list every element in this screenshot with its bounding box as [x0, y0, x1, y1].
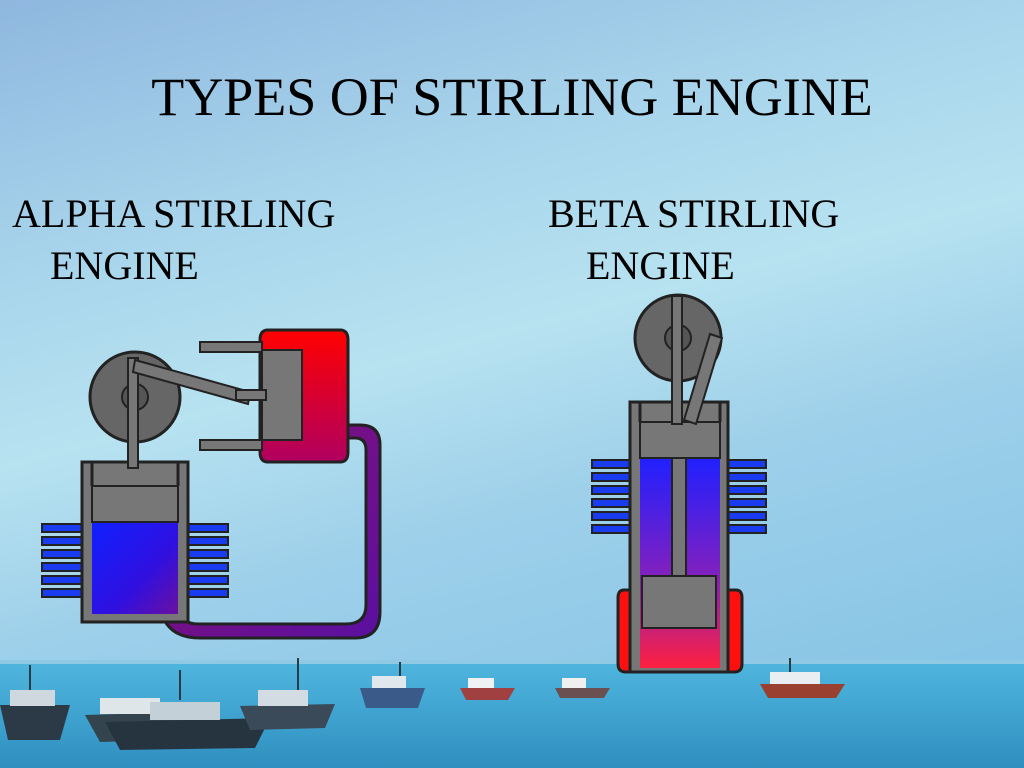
alpha-top-rod — [199, 341, 263, 353]
beta-label-line2: ENGINE — [586, 243, 735, 288]
beta-center-rod — [671, 295, 683, 425]
boats-image — [0, 658, 845, 750]
alpha-cold-fins — [41, 523, 229, 598]
alpha-bottom-rod — [199, 439, 263, 451]
beta-engine-diagram — [591, 293, 767, 674]
alpha-crank-rod — [131, 358, 252, 406]
beta-displacer-rod — [671, 457, 687, 579]
beta-engine-label: BETA STIRLING ENGINE — [548, 188, 839, 292]
alpha-cold-gas — [92, 522, 178, 614]
alpha-engine-diagram — [41, 328, 382, 640]
beta-label-line1: BETA STIRLING — [548, 191, 840, 236]
alpha-hot-piston — [261, 349, 303, 441]
alpha-cold-rod — [127, 357, 139, 469]
alpha-label-line1: ALPHA STIRLING — [12, 191, 336, 236]
alpha-label-line2: ENGINE — [50, 243, 199, 288]
alpha-cold-piston — [91, 485, 179, 523]
beta-cold-fins — [591, 459, 767, 534]
beta-crank-rod — [682, 332, 724, 426]
alpha-engine-label: ALPHA STIRLING ENGINE — [12, 188, 335, 292]
beta-displacer — [641, 575, 717, 629]
beta-power-piston — [639, 421, 721, 459]
slide-title: TYPES OF STIRLING ENGINE — [151, 67, 873, 127]
